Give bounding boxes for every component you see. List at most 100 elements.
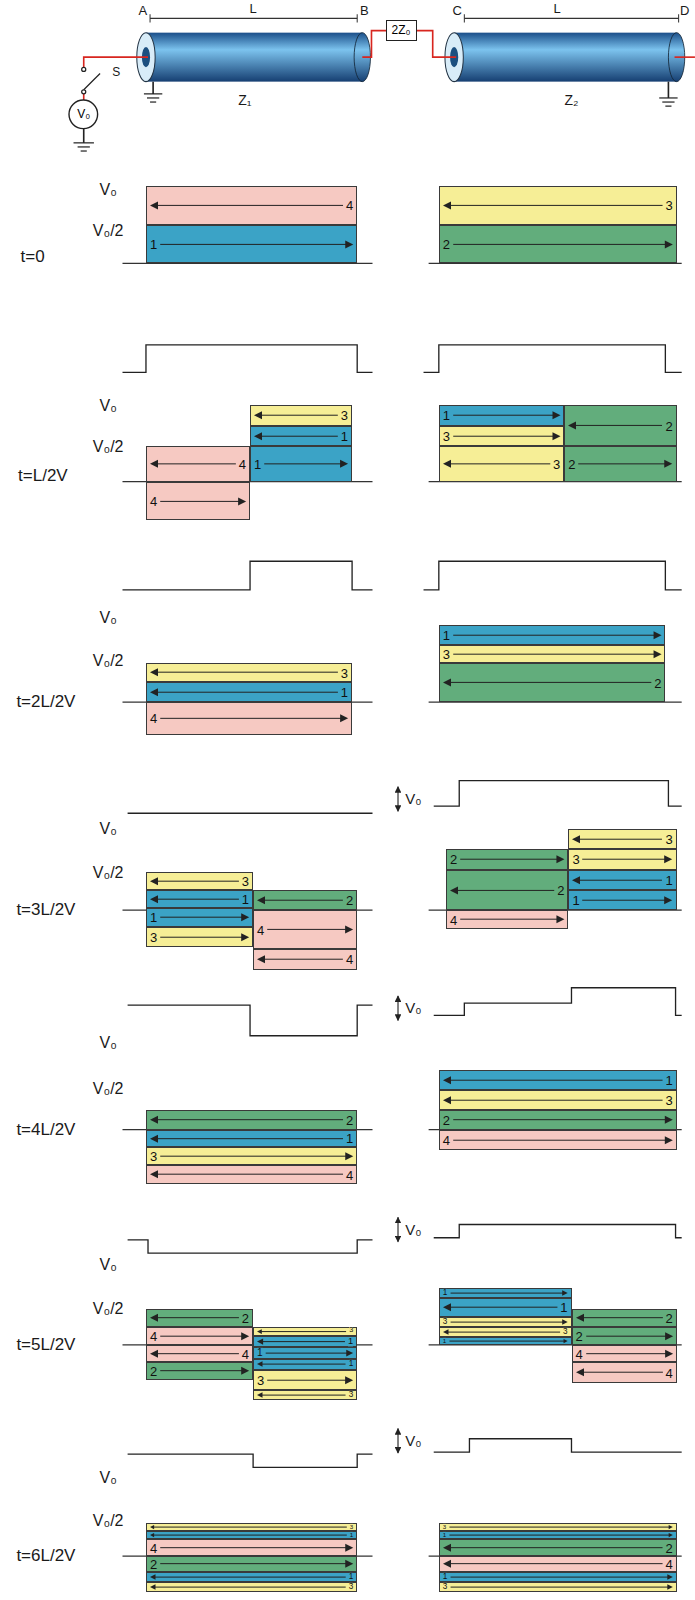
node-text: 3 (257, 1373, 264, 1386)
arrow-shaft (160, 917, 245, 918)
node-text: 4 (443, 1133, 450, 1146)
travel-arrow (147, 664, 351, 680)
node-text: 4 (576, 1347, 583, 1360)
wave-band: 1 (146, 1572, 357, 1582)
node-text: 4 (450, 913, 457, 926)
wave-band: 4 (146, 1539, 357, 1556)
node-text: 4 (346, 1168, 353, 1181)
node-text: 2 (665, 1312, 672, 1325)
wave-band: 2 (564, 405, 676, 446)
arrow-shaft (154, 672, 338, 673)
arrow-head (665, 1136, 673, 1144)
wave-band: 1 (253, 1347, 357, 1359)
arrow-head (257, 1329, 262, 1334)
travel-arrow (440, 1583, 676, 1591)
node-text: 3 (443, 429, 450, 442)
travel-arrow (147, 1166, 356, 1182)
arrow-head (257, 1392, 262, 1397)
voltage-level: V₀ (100, 609, 117, 627)
travel-arrow (147, 873, 252, 889)
wave-band: 1 (439, 1337, 572, 1345)
wave-band: 2 (572, 1309, 677, 1326)
node-text: 1 (350, 1532, 353, 1538)
travel-arrow (440, 427, 564, 445)
wave-band: 1 (568, 890, 676, 910)
arrow-head (150, 877, 158, 885)
arrow-head (443, 460, 451, 468)
travel-arrow (447, 850, 567, 868)
travel-arrow (147, 703, 351, 734)
travel-arrow (447, 871, 567, 910)
wave-band: 2 (439, 1539, 677, 1556)
arrow-head (563, 1339, 567, 1343)
travel-arrow (573, 1328, 676, 1344)
node-text: 2 (665, 419, 672, 432)
time-label: t=0 (21, 247, 45, 267)
node-text: 1 (443, 1289, 448, 1297)
wave-band: 1 (439, 1572, 677, 1582)
dimension-label: L (249, 2, 256, 17)
arrow-shaft (446, 1331, 560, 1332)
arrow-shaft (160, 501, 242, 502)
arrow-head (150, 1171, 158, 1179)
wave-band: 3 (146, 872, 253, 890)
switch-label: S (112, 67, 120, 81)
voltage-source: V₀ (68, 99, 99, 130)
travel-arrow (440, 226, 676, 263)
wave-band: 4 (146, 446, 250, 482)
arrow-head (257, 896, 265, 904)
arrow-shaft (258, 415, 338, 416)
travel-arrow (254, 911, 356, 948)
arrow-shaft (586, 1353, 669, 1354)
travel-arrow (565, 447, 675, 481)
time-label: t=5L/2V (16, 1335, 75, 1355)
wave-band: 1 (439, 405, 565, 425)
wave-band: 3 (439, 1090, 677, 1110)
node-text: 1 (665, 1073, 672, 1086)
node-text: 1 (443, 1573, 448, 1581)
travel-arrow (147, 226, 356, 263)
node-text: 1 (242, 893, 249, 906)
wave-band: 3 (439, 446, 565, 482)
arrow-shaft (450, 1321, 564, 1322)
wave-band: 1 (146, 682, 352, 702)
arrow-shaft (259, 1331, 346, 1332)
wave-band: 3 (146, 1582, 357, 1592)
point-label: C (453, 4, 462, 19)
wave-band: 4 (439, 1130, 677, 1150)
travel-arrow (254, 891, 356, 909)
node-text: 3 (349, 1391, 354, 1399)
arrow-shaft (267, 1379, 349, 1380)
node-text: 4 (150, 712, 157, 725)
voltage-level: V₀/2 (93, 1511, 124, 1529)
travel-arrow (147, 447, 249, 481)
travel-arrow (147, 891, 252, 907)
node-text: 2 (654, 676, 661, 689)
arrow-shaft (258, 435, 338, 436)
travel-arrow (440, 187, 676, 224)
node-text: 1 (443, 1338, 446, 1344)
node-text: 4 (150, 1329, 157, 1342)
arrow-shaft (447, 1100, 663, 1101)
travel-arrow (440, 1131, 676, 1149)
arrow-head (552, 432, 560, 440)
travel-arrow (147, 1111, 356, 1128)
arrow-head (576, 1369, 584, 1377)
node-text: 1 (346, 1132, 353, 1145)
impedance-box: 2Z₀ (386, 20, 417, 41)
arrow-shaft (261, 900, 343, 901)
travel-arrow (573, 1346, 676, 1361)
arrow-shaft (450, 1576, 669, 1577)
arrow-head (669, 1533, 673, 1537)
travel-arrow (440, 664, 665, 701)
arrow-head (552, 411, 560, 419)
impedance-label: Z₁ (238, 92, 251, 108)
arrow-head (345, 1152, 353, 1160)
voltage-level: V₀/2 (93, 1300, 124, 1318)
travel-arrow (569, 830, 675, 848)
wave-band: 2 (446, 870, 568, 911)
travel-arrow (147, 1540, 356, 1555)
arrow-shaft (449, 1534, 670, 1535)
travel-arrow (254, 1360, 356, 1368)
